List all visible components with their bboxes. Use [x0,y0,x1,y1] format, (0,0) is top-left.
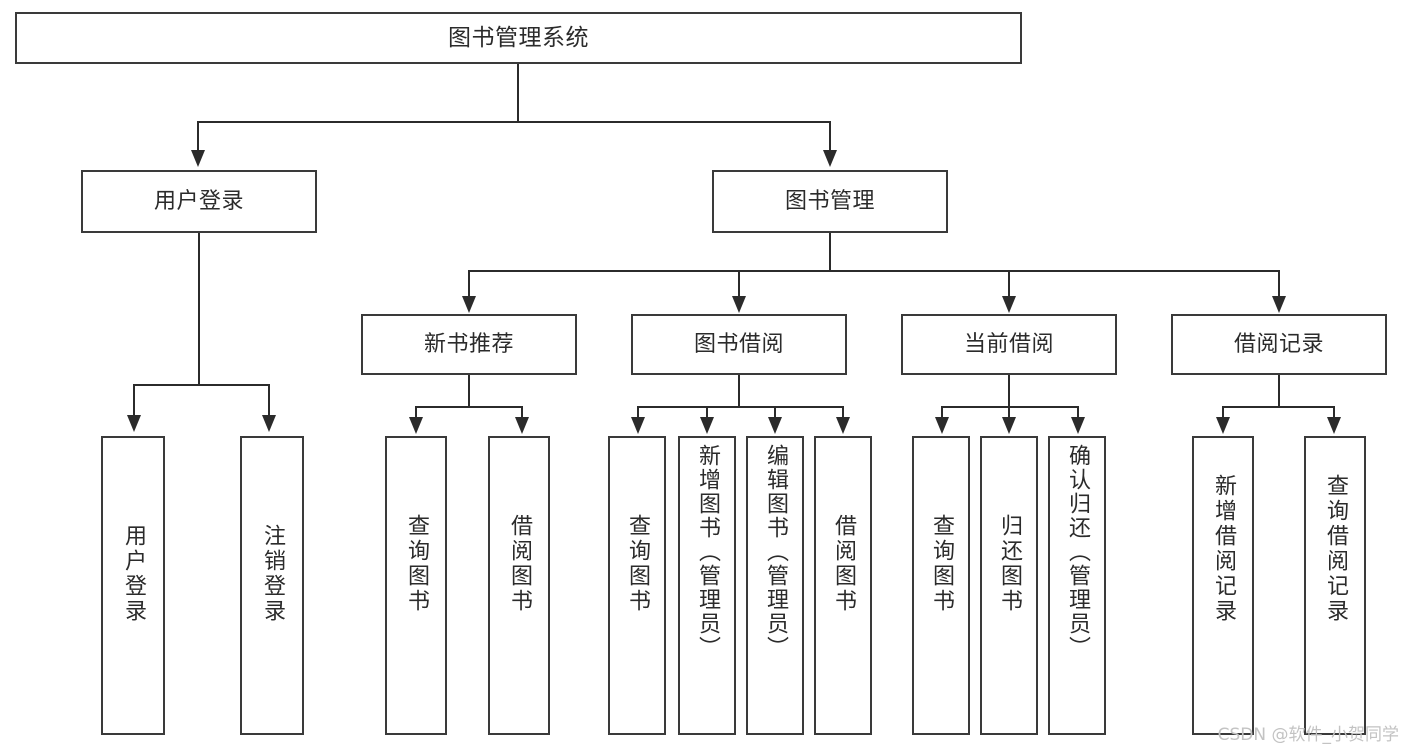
node-label: 用户登录 [121,524,146,624]
leaf-edit-book-admin[interactable]: 编辑图书（管理员） [746,436,804,735]
connector-book-mgmt-stem [829,233,831,271]
arrow-root-to-user-login [191,150,205,167]
leaf-query-book-2[interactable]: 查询图书 [608,436,666,735]
connector-book-borrow-to-leaf-1 [637,406,639,418]
node-label: 新增借阅记录 [1211,474,1236,624]
connector-book-mgmt-to-borrow-record [1278,270,1280,298]
connector-new-book-rec-to-leaf-2 [521,406,523,418]
arrow-new-book-rec-to-leaf-2 [515,417,529,434]
node-label: 编辑图书（管理员） [763,444,788,660]
arrow-new-book-rec-to-leaf-1 [409,417,423,434]
node-label: 图书管理 [784,188,875,214]
node-label: 借阅记录 [1233,331,1324,357]
connector-book-borrow-to-leaf-2 [706,406,708,418]
connector-current-borrow-bus [941,406,1079,408]
arrow-book-mgmt-to-new-book-rec [462,296,476,313]
node-label: 新增图书（管理员） [695,444,720,660]
node-user-login[interactable]: 用户登录 [81,170,317,233]
leaf-confirm-return-admin[interactable]: 确认归还（管理员） [1048,436,1106,735]
connector-book-borrow-bus [637,406,843,408]
node-root-book-management-system[interactable]: 图书管理系统 [15,12,1022,64]
node-book-borrowing[interactable]: 图书借阅 [631,314,847,375]
connector-new-book-rec-stem [468,375,470,407]
connector-book-mgmt-to-new-book-rec [468,270,470,298]
arrow-current-borrow-to-leaf-1 [935,417,949,434]
node-label: 图书借阅 [693,331,784,357]
node-label: 注销登录 [260,524,285,624]
connector-user-login-to-leaf-1 [133,384,135,416]
connector-root-stem [517,64,519,122]
arrow-borrow-record-to-leaf-2 [1327,417,1341,434]
node-label: 用户登录 [153,188,244,214]
leaf-borrow-book-2[interactable]: 借阅图书 [814,436,872,735]
connector-root-bus [197,121,831,123]
node-label: 查询借阅记录 [1323,474,1348,624]
arrow-root-to-book-mgmt [823,150,837,167]
connector-new-book-rec-to-leaf-1 [415,406,417,418]
arrow-book-mgmt-to-book-borrow [732,296,746,313]
connector-borrow-record-stem [1278,375,1280,407]
leaf-return-book[interactable]: 归还图书 [980,436,1038,735]
node-book-management[interactable]: 图书管理 [712,170,948,233]
connector-book-mgmt-to-current-borrow [1008,270,1010,298]
connector-root-to-book-mgmt [829,121,831,151]
connector-current-borrow-to-leaf-1 [941,406,943,418]
arrow-current-borrow-to-leaf-2 [1002,417,1016,434]
connector-borrow-record-bus [1222,406,1335,408]
leaf-user-login[interactable]: 用户登录 [101,436,165,735]
leaf-query-borrow-record[interactable]: 查询借阅记录 [1304,436,1366,735]
leaf-query-book-1[interactable]: 查询图书 [385,436,447,735]
arrow-borrow-record-to-leaf-1 [1216,417,1230,434]
connector-current-borrow-to-leaf-2 [1008,406,1010,418]
node-label: 新书推荐 [423,331,514,357]
connector-current-borrow-stem [1008,375,1010,407]
arrow-book-mgmt-to-borrow-record [1272,296,1286,313]
connector-borrow-record-to-leaf-2 [1333,406,1335,418]
node-label: 借阅图书 [507,514,532,614]
connector-new-book-rec-bus [415,406,523,408]
node-label: 借阅图书 [831,514,856,614]
node-label: 查询图书 [625,514,650,614]
connector-user-login-stem [198,233,200,385]
arrow-book-borrow-to-leaf-4 [836,417,850,434]
node-label: 查询图书 [404,514,429,614]
node-current-borrowing[interactable]: 当前借阅 [901,314,1117,375]
leaf-query-book-3[interactable]: 查询图书 [912,436,970,735]
node-label: 图书管理系统 [448,24,589,51]
csdn-watermark: CSDN @软件_小贺同学 [1217,725,1399,745]
connector-borrow-record-to-leaf-1 [1222,406,1224,418]
leaf-borrow-book-1[interactable]: 借阅图书 [488,436,550,735]
node-label: 归还图书 [997,514,1022,614]
node-label: 查询图书 [929,514,954,614]
node-new-book-recommendation[interactable]: 新书推荐 [361,314,577,375]
node-label: 确认归还（管理员） [1065,444,1090,660]
connector-current-borrow-to-leaf-3 [1077,406,1079,418]
connector-book-borrow-to-leaf-4 [842,406,844,418]
connector-root-to-user-login [197,121,199,151]
connector-book-borrow-stem [738,375,740,407]
arrow-book-borrow-to-leaf-3 [768,417,782,434]
arrow-user-login-to-leaf-1 [127,415,141,432]
connector-user-login-to-leaf-2 [268,384,270,416]
leaf-add-book-admin[interactable]: 新增图书（管理员） [678,436,736,735]
arrow-book-borrow-to-leaf-1 [631,417,645,434]
leaf-logout-login[interactable]: 注销登录 [240,436,304,735]
arrow-user-login-to-leaf-2 [262,415,276,432]
arrow-book-mgmt-to-current-borrow [1002,296,1016,313]
node-borrowing-record[interactable]: 借阅记录 [1171,314,1387,375]
connector-book-mgmt-bus [468,270,1280,272]
arrow-current-borrow-to-leaf-3 [1071,417,1085,434]
connector-book-borrow-to-leaf-3 [774,406,776,418]
leaf-add-borrow-record[interactable]: 新增借阅记录 [1192,436,1254,735]
node-label: 当前借阅 [963,331,1054,357]
connector-user-login-bus [133,384,269,386]
arrow-book-borrow-to-leaf-2 [700,417,714,434]
connector-book-mgmt-to-book-borrow [738,270,740,298]
